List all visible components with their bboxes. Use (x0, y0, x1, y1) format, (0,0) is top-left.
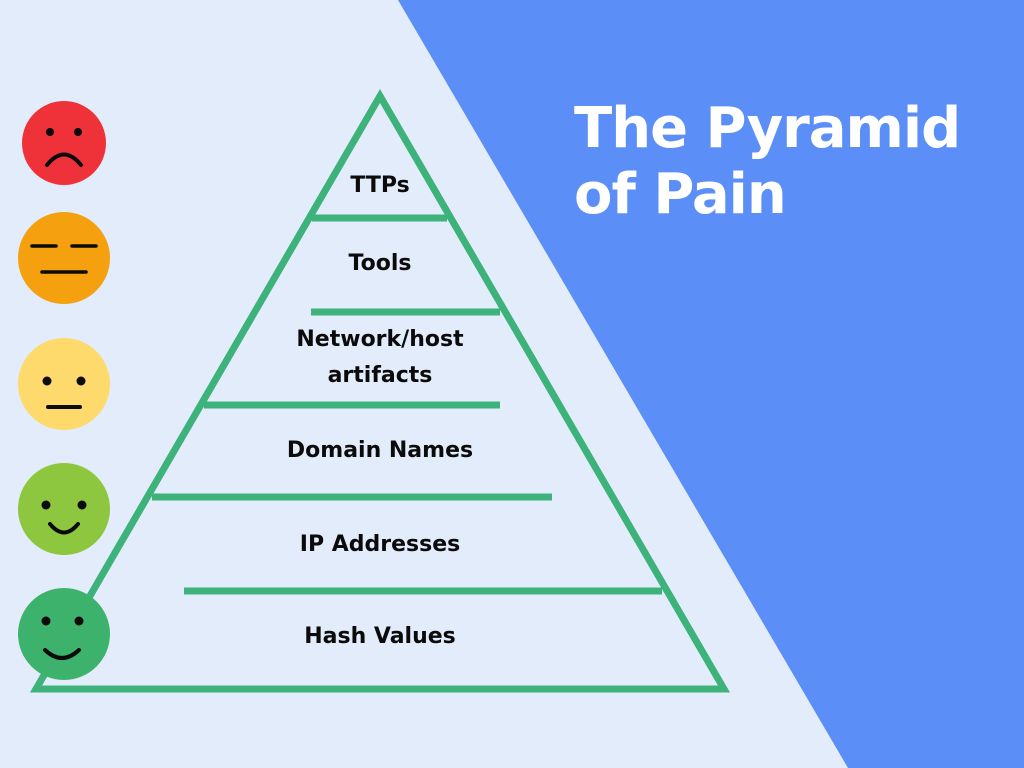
layer-domain-names: Domain Names (230, 433, 530, 469)
layer-label-text: Tools (348, 251, 412, 276)
layer-network-host-artifacts: Network/host artifacts (230, 322, 530, 394)
layer-label-text: TTPs (350, 173, 410, 198)
face-circle (18, 212, 110, 304)
neutral-face-icon (18, 338, 110, 430)
face-circle (18, 338, 110, 430)
face-circle (18, 588, 110, 680)
face-circle (22, 101, 106, 185)
layer-label-text: Network/host (296, 327, 464, 352)
page-title: The Pyramid of Pain (574, 96, 1014, 228)
happy-face-icon (18, 588, 110, 680)
sad-face-icon (22, 101, 106, 185)
layer-ttps: TTPs (230, 168, 530, 204)
blue-diagonal-panel (398, 0, 1024, 768)
layer-label-text: Hash Values (304, 624, 456, 649)
layer-label-text: Domain Names (286, 438, 474, 463)
face-circle (18, 463, 110, 555)
title-line-1: The Pyramid (574, 96, 961, 161)
layer-ip-addresses: IP Addresses (230, 527, 530, 563)
layer-hash-values: Hash Values (230, 619, 530, 655)
annoyed-face-icon (18, 212, 110, 304)
smiling-face-icon (18, 463, 110, 555)
layer-label-text: artifacts (327, 363, 433, 388)
layer-label-text: IP Addresses (299, 532, 461, 557)
layer-tools: Tools (230, 246, 530, 282)
title-line-2: of Pain (574, 162, 787, 227)
pyramid-outline (29, 89, 731, 693)
